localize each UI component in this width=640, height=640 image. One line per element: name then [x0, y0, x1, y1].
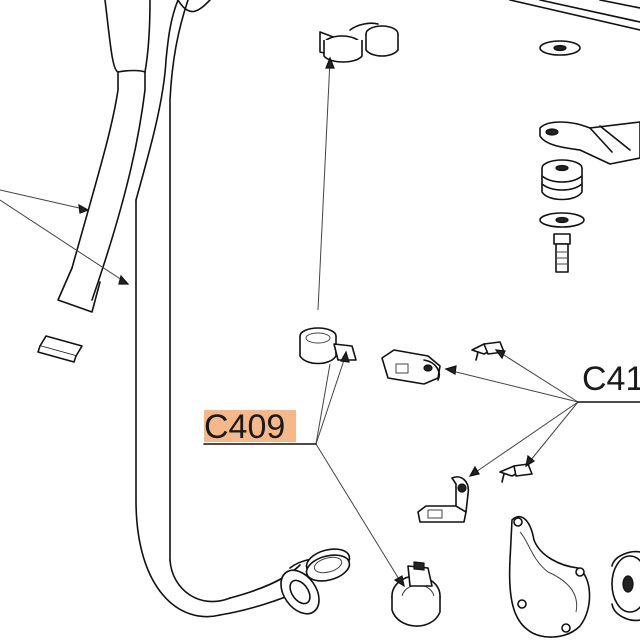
c409-label: C409 [204, 408, 285, 446]
double-hose-clamp-top [319, 22, 399, 63]
leader-lines-c41x [444, 349, 579, 477]
callout-c41x[interactable]: C41 [577, 360, 640, 403]
coolant-hose-long [57, 0, 303, 618]
hose-clamp-single [299, 327, 357, 365]
flat-washer-top [539, 40, 581, 56]
mounting-bracket-upper [381, 349, 441, 385]
mounting-bracket-lower [417, 476, 470, 523]
water-pump-gasket [508, 515, 591, 638]
leader-lines-left [0, 189, 130, 285]
hose-end-coupling [280, 557, 331, 615]
mount-bolt-vertical [553, 233, 571, 273]
callout-c409[interactable]: C409 [203, 408, 317, 446]
c409-highlight [204, 410, 296, 442]
rubber-block [37, 335, 83, 363]
support-arm [539, 121, 640, 165]
frame-rail-top-right [509, 0, 640, 31]
hose-clamp-small [305, 548, 351, 582]
pulley-hub [611, 550, 640, 622]
worm-drive-clamp [391, 561, 441, 627]
leader-lines-c409 [315, 56, 405, 588]
bolt-lower [499, 463, 533, 483]
rubber-mount-stack [541, 159, 583, 201]
flat-washer-lower [539, 212, 585, 228]
c41x-label: C41 [582, 360, 640, 398]
